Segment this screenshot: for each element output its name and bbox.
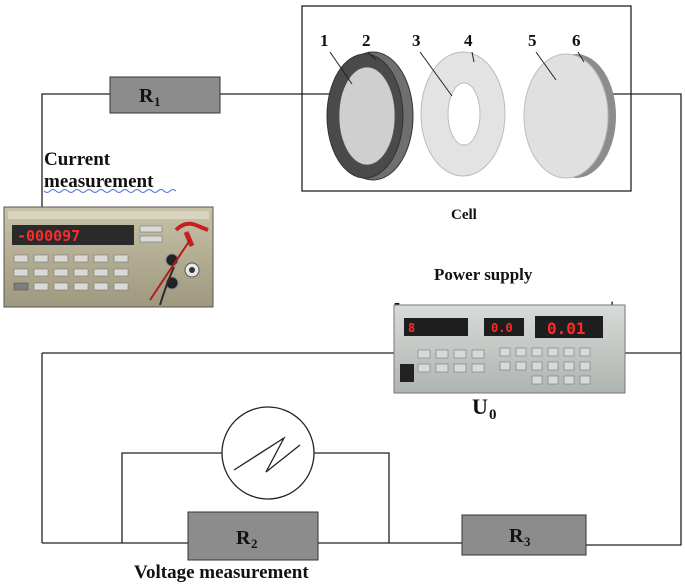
cell-electrode — [338, 66, 396, 166]
cell-part-1: 1 — [320, 31, 329, 50]
r2-label: R — [236, 527, 251, 549]
multimeter-display: -000097 — [17, 227, 80, 245]
cell-annulus-hole — [447, 82, 481, 146]
multimeter-buttons — [13, 254, 129, 291]
cell-label: Cell — [451, 207, 477, 223]
multimeter: -000097 — [3, 206, 214, 308]
cell-part-6: 6 — [572, 31, 581, 50]
power-supply-minus: - — [394, 292, 400, 312]
cell-assembly: 1 2 3 4 5 6 Cell — [301, 5, 632, 223]
u0-label: U — [472, 394, 488, 419]
psu-display-mid: 0.0 — [491, 321, 513, 335]
psu-display-left: 8 — [408, 321, 415, 335]
leader-2 — [367, 51, 377, 61]
cell-box — [301, 5, 632, 192]
power-supply: Power supply - + 8 0.0 0.01 U 0 — [393, 265, 626, 423]
wire-right-bottom — [586, 353, 682, 546]
cell-part-4: 4 — [464, 31, 473, 50]
spellcheck-underline — [43, 189, 177, 193]
voltage-meter-symbol — [221, 406, 315, 500]
wire-volt-left — [121, 452, 222, 543]
leader-6 — [577, 51, 585, 63]
cell-part-3: 3 — [412, 31, 421, 50]
resistor-r3: R 3 — [461, 514, 587, 556]
leader-5 — [535, 51, 557, 81]
current-measurement-line1: Current — [44, 149, 111, 170]
cell-disc — [523, 53, 609, 179]
r2-subscript: 2 — [251, 536, 258, 551]
u0-subscript: 0 — [489, 407, 497, 423]
psu-power-switch — [400, 364, 414, 382]
psu-buttons — [417, 347, 591, 385]
resistor-r2: R 2 — [187, 511, 319, 561]
r1-label: R — [139, 85, 154, 107]
current-measurement-line2: measurement — [44, 171, 154, 192]
r1-subscript: 1 — [154, 94, 161, 109]
cell-part-2: 2 — [362, 31, 371, 50]
leader-1 — [329, 51, 353, 85]
r3-label: R — [509, 525, 524, 547]
cell-part-5: 5 — [528, 31, 537, 50]
leader-3 — [419, 51, 453, 97]
r3-subscript: 3 — [524, 534, 531, 549]
power-supply-label: Power supply — [434, 265, 533, 284]
voltage-measurement-label: Voltage measurement — [134, 562, 309, 583]
wire-volt-right — [314, 452, 390, 543]
psu-display-right: 0.01 — [547, 319, 586, 338]
leader-4 — [471, 51, 475, 63]
resistor-r1: R 1 — [109, 76, 221, 114]
